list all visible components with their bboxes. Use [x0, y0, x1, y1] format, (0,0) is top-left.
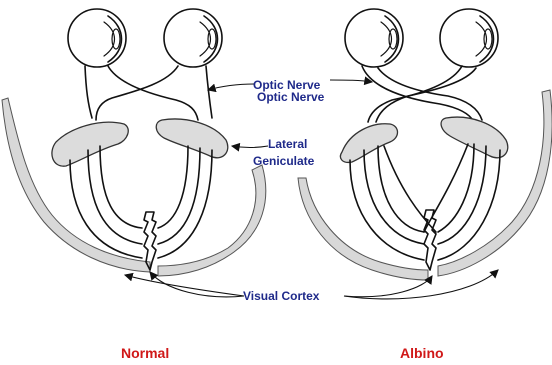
lateral-label: Lateral: [268, 137, 307, 151]
normal-left-eye: [68, 9, 126, 67]
albino-right-eye: [440, 9, 498, 67]
normal-title: Normal: [121, 345, 169, 361]
geniculate-label: Geniculate: [253, 154, 315, 168]
albino-cortex-left: [298, 178, 428, 280]
albino-brain: [298, 9, 552, 280]
normal-right-eye: [164, 9, 222, 67]
albino-title: Albino: [400, 345, 444, 361]
normal-cortex-right: [158, 165, 266, 276]
normal-right-lgn: [156, 119, 228, 158]
normal-brain: [2, 9, 266, 276]
normal-cortex-left: [2, 98, 150, 272]
normal-left-lgn: [52, 122, 128, 166]
albino-left-eye: [345, 9, 403, 67]
visual-cortex-label: Visual Cortex: [243, 289, 320, 303]
optic-nerve-label-2: Optic Nerve: [257, 90, 325, 104]
